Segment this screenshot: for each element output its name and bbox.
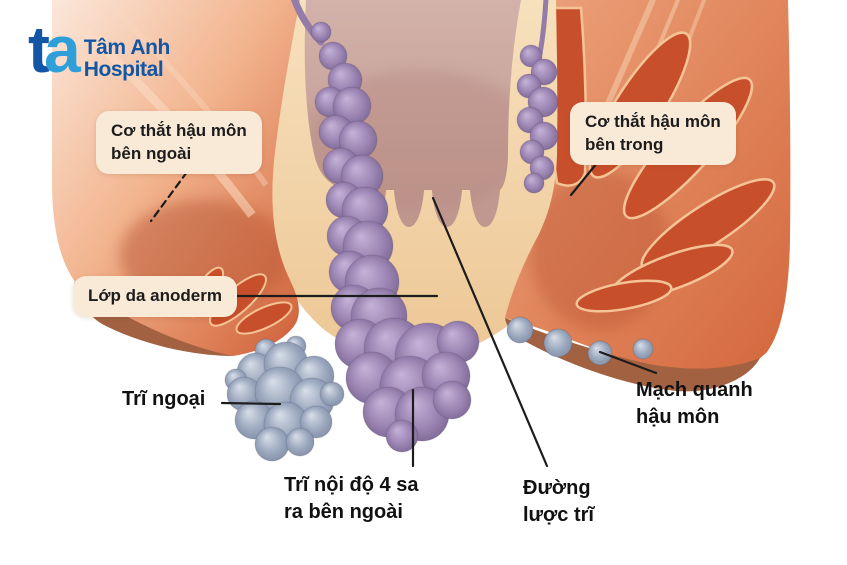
label-line: Trĩ nội độ 4 sa xyxy=(284,474,419,496)
pointer-lines xyxy=(149,161,658,468)
external-hemorrhoid-mass xyxy=(224,335,345,462)
right-perianal-skin xyxy=(505,318,760,392)
label-line: Lớp da anoderm xyxy=(88,286,222,305)
right-margin xyxy=(791,0,847,565)
hospital-logo: ta Tâm Anh Hospital xyxy=(28,16,171,82)
label-perianal-vessels: Mạch quanh hậu môn xyxy=(636,377,753,431)
logo-hospital-suffix: Hospital xyxy=(83,58,164,82)
label-line: ra bên ngoài xyxy=(284,501,403,523)
left-perianal-skin xyxy=(74,282,233,356)
label-line: Mạch quanh xyxy=(636,379,753,401)
label-line: bên trong xyxy=(585,134,664,154)
label-line: Cơ thắt hậu môn xyxy=(585,112,721,131)
logo-letter-t: t xyxy=(28,12,50,86)
label-line: bên ngoài xyxy=(111,143,192,163)
pointer-dentate-line xyxy=(431,196,549,468)
label-internal-sphincter: Cơ thắt hậu môn bên trong xyxy=(570,102,736,166)
pointer-external-sphincter xyxy=(149,170,189,223)
pointer-internal-sphincter xyxy=(569,161,599,197)
logo-mark: ta xyxy=(28,16,81,82)
label-anoderm: Lớp da anoderm xyxy=(73,276,237,317)
label-external-sphincter: Cơ thắt hậu môn bên ngoài xyxy=(96,111,262,175)
logo-text: Tâm Anh Hospital xyxy=(83,36,171,82)
label-line: lược trĩ xyxy=(523,504,594,526)
logo-hospital-name: Tâm Anh xyxy=(83,36,171,59)
pointer-perianal-vessels xyxy=(598,350,658,375)
label-line: hậu môn xyxy=(636,406,720,428)
label-line: Cơ thắt hậu môn xyxy=(111,121,247,140)
label-line: Trĩ ngoại xyxy=(122,388,206,410)
logo-letter-a: a xyxy=(43,12,81,86)
label-dentate-line: Đường lược trĩ xyxy=(523,475,594,529)
label-prolapsed-internal-hemorrhoid: Trĩ nội độ 4 sa ra bên ngoài xyxy=(284,472,418,526)
pointer-external-hemorrhoid xyxy=(220,401,282,406)
label-external-hemorrhoid: Trĩ ngoại xyxy=(122,386,205,413)
label-line: Đường xyxy=(523,477,591,499)
internal-hemorrhoid-cluster xyxy=(516,44,559,194)
